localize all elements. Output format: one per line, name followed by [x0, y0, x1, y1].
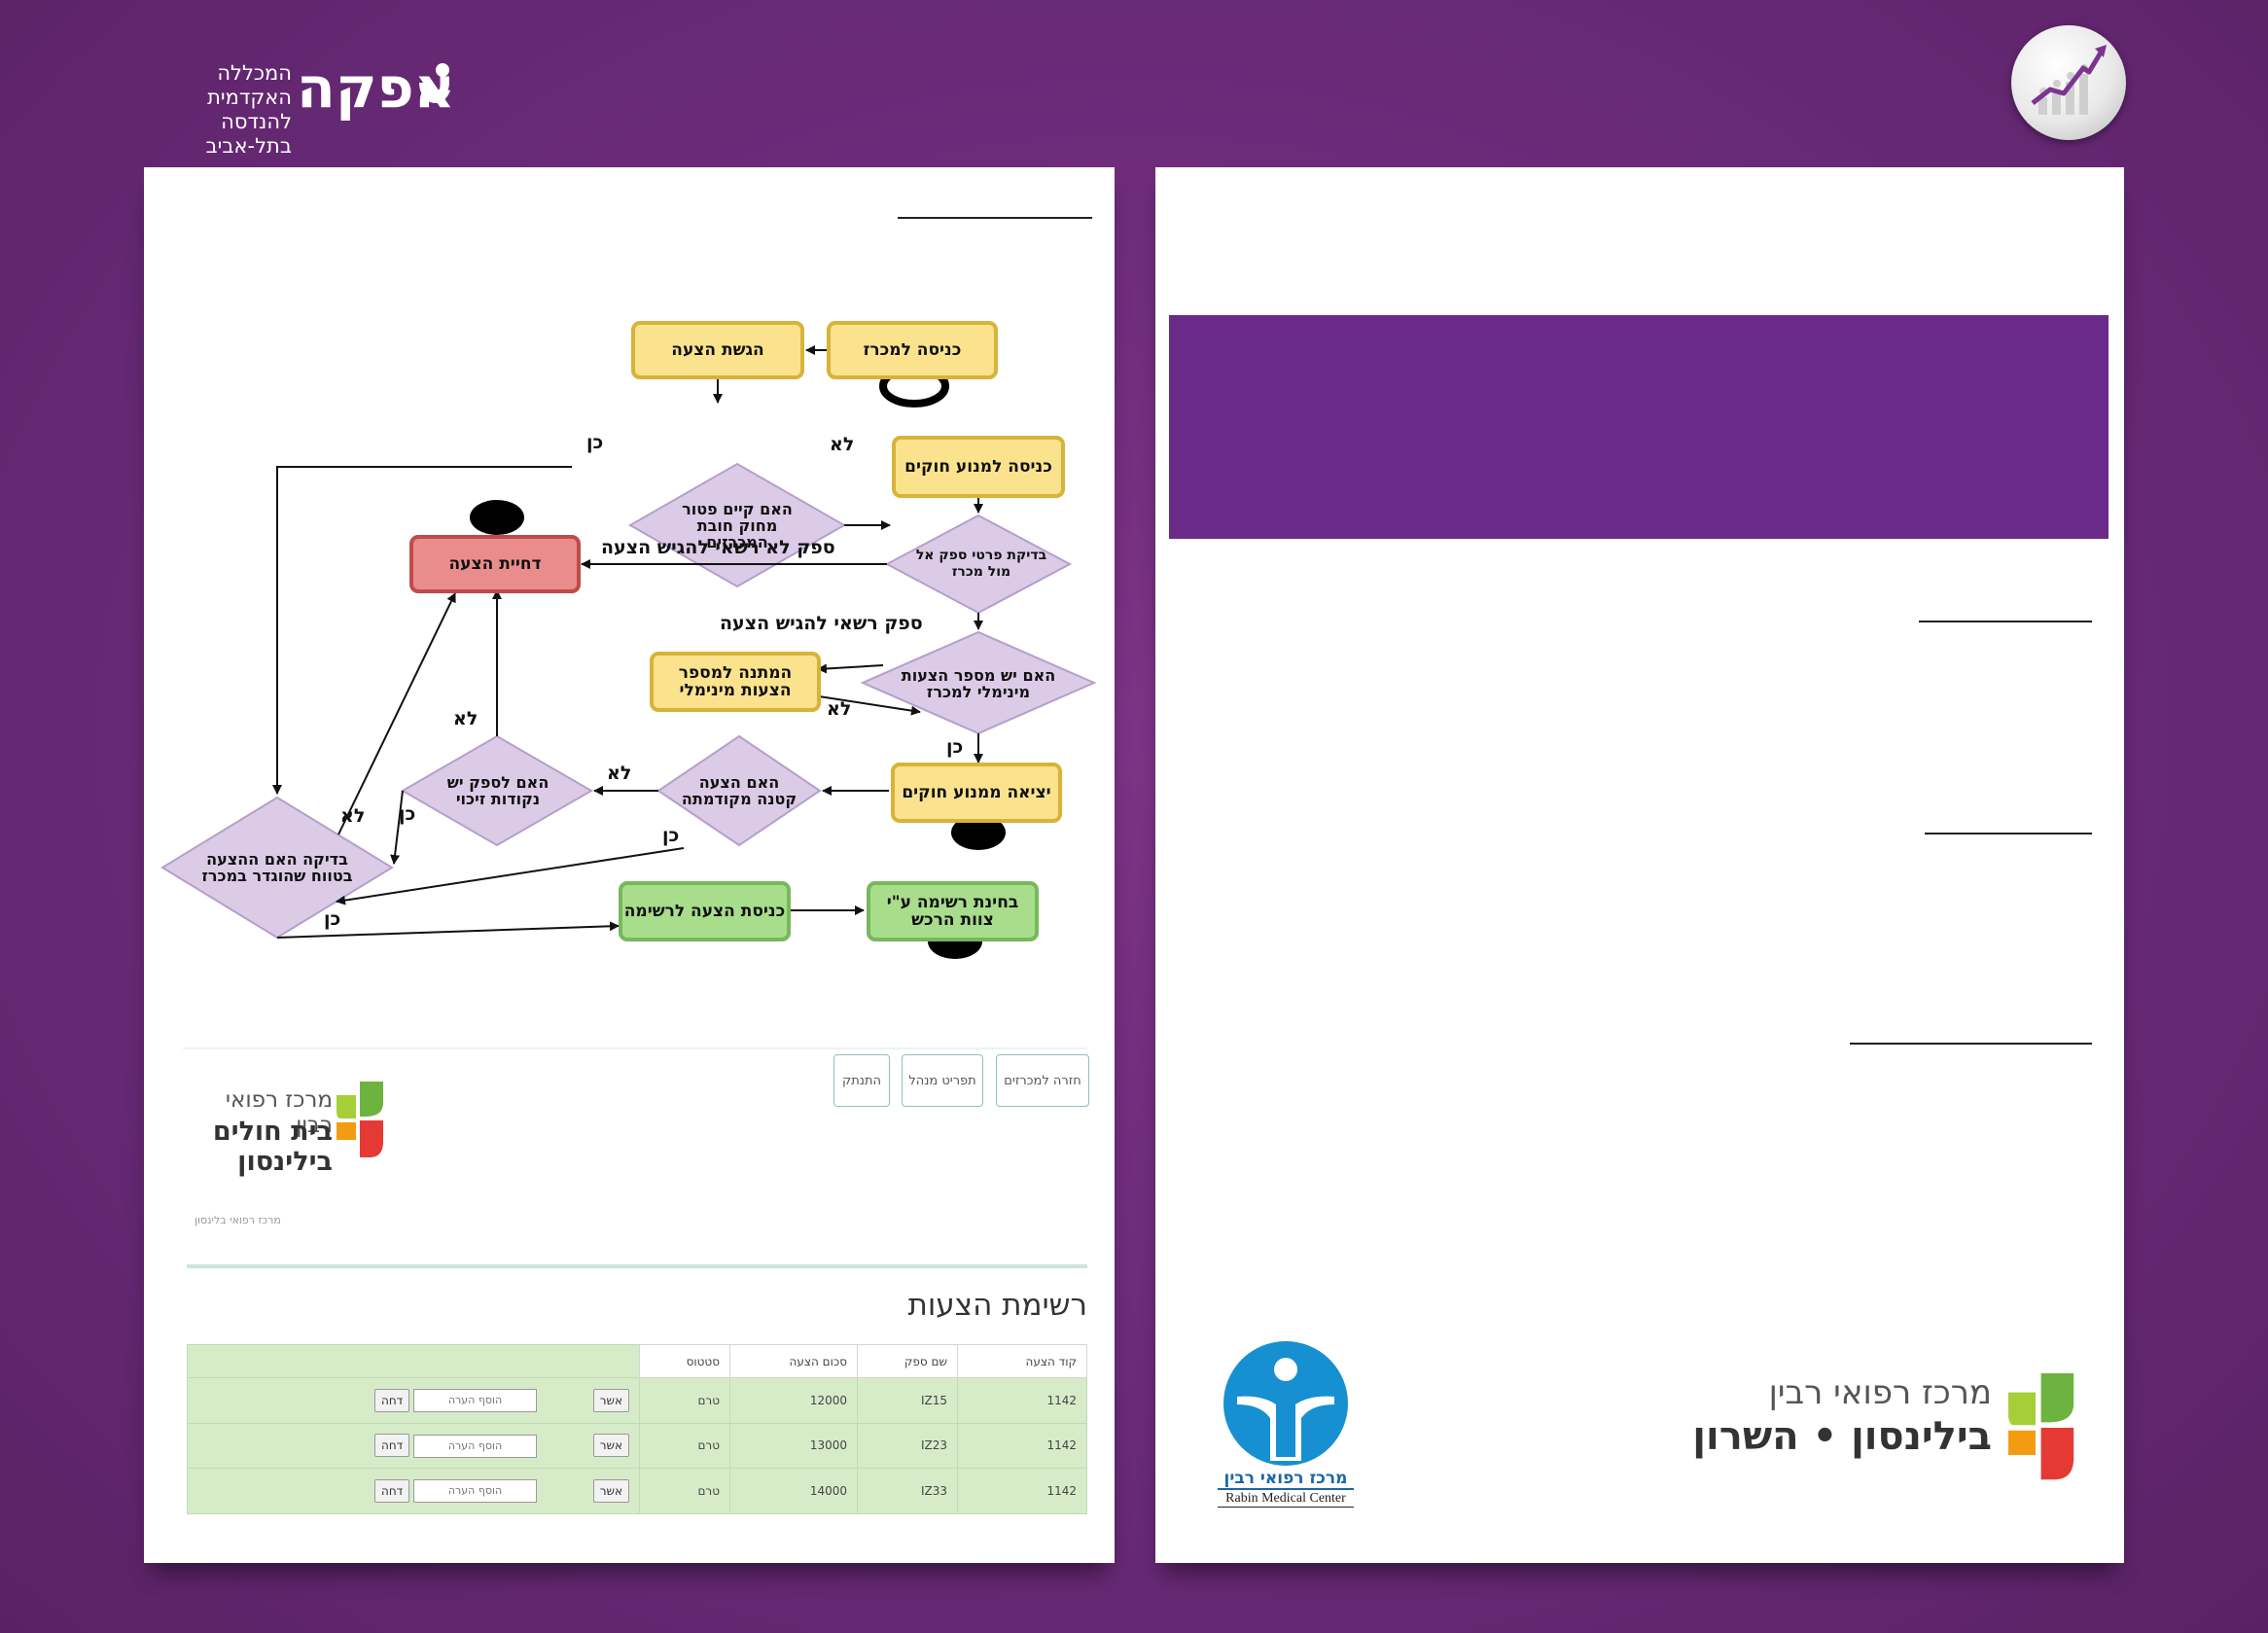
- end-node-icon: [470, 500, 524, 535]
- diamond-exempt-text: האם קיים פטור מחוק חובת המכרזים: [682, 499, 793, 551]
- node-exit-rules-engine: יציאה ממנוע חוקים: [891, 763, 1062, 823]
- label-supplier-not-allowed: ספק לא רשאי להגיש הצעה: [601, 537, 835, 558]
- label-yes: כן: [324, 908, 341, 930]
- small-caption: מרכז רפואי בלינסון: [195, 1214, 281, 1226]
- cell-supplier: IZ15: [857, 1377, 958, 1424]
- afeka-line2: להנדסה בתל-אביב: [205, 110, 292, 158]
- cell-supplier: IZ23: [857, 1422, 958, 1470]
- label-yes: כן: [586, 432, 604, 453]
- approve-button[interactable]: אשר: [592, 1478, 629, 1503]
- flowchart-connectors: [160, 345, 1097, 959]
- end-node-icon: [951, 815, 1006, 850]
- cell-status: טרם: [639, 1377, 730, 1424]
- rabin-emblem-icon: [1223, 1341, 1348, 1466]
- diamond-credit-text: האם לספק יש נקודות זיכוי: [446, 773, 549, 808]
- afeka-mark-icon: [419, 63, 450, 104]
- table-row: 1142 IZ23 13000 טרם אשר הוסף הערה דחה: [187, 1422, 1087, 1470]
- cell-amount: 12000: [729, 1377, 858, 1424]
- diamond-check-supplier-text: בדיקת פרטי ספק אל מול מכרז: [915, 548, 1047, 580]
- leaf-logo-icon: [337, 1082, 383, 1157]
- diamond-exempt: [627, 462, 847, 588]
- cell-code: 1142: [957, 1468, 1087, 1514]
- rmc-hebrew: מרכז רפואי רבין: [1218, 1469, 1354, 1490]
- node-enter-rules-engine: כניסה למנוע חוקים: [892, 436, 1065, 498]
- rabin-medical-center-logo: מרכז רפואי רבין Rabin Medical Center: [1218, 1340, 1354, 1508]
- node-list-review: בחינת רשימה ע"י צוות הרכש: [867, 881, 1039, 941]
- note-input[interactable]: הוסף הערה: [413, 1479, 538, 1504]
- left-page: כניסה למכרז הגשת הצעה כניסה למנוע חוקים …: [144, 167, 1115, 1563]
- cell-actions: אשר הוסף הערה דחה: [187, 1422, 640, 1470]
- col-actions: [187, 1344, 640, 1378]
- approve-button[interactable]: אשר: [592, 1434, 629, 1458]
- diamond-credit: [400, 734, 594, 847]
- title-banner: [1169, 315, 2109, 539]
- diamond-min-proposals-text: האם יש מספר הצעות מינימלי למכרז: [901, 666, 1056, 701]
- node-enter-tender: כניסה למכרז: [827, 321, 998, 379]
- afeka-subtitle: המכללה האקדמית להנדסה בתל-אביב: [136, 61, 292, 159]
- cell-code: 1142: [957, 1377, 1087, 1424]
- hospital-logo-line2: בית חולים בילינסון: [212, 1117, 333, 1177]
- cell-actions: אשר הוסף הערה דחה: [187, 1468, 640, 1514]
- table-header-row: קוד הצעה שם ספק סכום הצעה סטטוס: [187, 1344, 1087, 1378]
- sharon-line1: מרכז רפואי רבין: [1768, 1373, 1992, 1412]
- cell-status: טרם: [639, 1468, 730, 1514]
- label-yes: כן: [399, 803, 416, 825]
- note-input[interactable]: הוסף הערה: [413, 1389, 538, 1413]
- app-top-border: [183, 1047, 1087, 1049]
- col-amount: סכום הצעה: [729, 1344, 858, 1378]
- table-row: 1142 IZ33 14000 טרם אשר הוסף הערה דחה: [187, 1468, 1087, 1514]
- diamond-lower: [656, 734, 822, 847]
- manager-menu-button[interactable]: תפריט מנהל: [902, 1054, 983, 1107]
- growth-chart-icon: [2011, 25, 2126, 140]
- proposals-table: קוד הצעה שם ספק סכום הצעה סטטוס 1142 IZ1…: [187, 1344, 1087, 1514]
- label-no: לא: [453, 708, 478, 729]
- heading-underline: [898, 217, 1092, 219]
- label-no: לא: [607, 763, 632, 784]
- note-input[interactable]: הוסף הערה: [413, 1434, 538, 1458]
- label-yes: כן: [946, 736, 964, 758]
- node-enter-to-list: כניסת הצעה לרשימה: [619, 881, 791, 941]
- section-underline: [1919, 621, 2092, 622]
- app-divider: [187, 1264, 1087, 1268]
- section-underline: [1850, 1043, 2092, 1045]
- label-no: לא: [340, 805, 366, 827]
- reject-button[interactable]: דחה: [373, 1388, 410, 1412]
- reject-button[interactable]: דחה: [373, 1478, 410, 1503]
- cell-amount: 14000: [729, 1468, 858, 1514]
- table-row: 1142 IZ15 12000 טרם אשר הוסף הערה דחה: [187, 1377, 1087, 1424]
- section-underline: [1925, 833, 2092, 834]
- logout-button[interactable]: התנתק: [833, 1054, 890, 1107]
- diamond-lower-text: האם הצעה קטנה מקודמתה: [681, 773, 797, 808]
- label-supplier-allowed: ספק רשאי להגיש הצעה: [720, 613, 923, 634]
- rmc-english: Rabin Medical Center: [1218, 1491, 1354, 1508]
- col-status: סטטוס: [639, 1344, 730, 1378]
- leaf-logo-icon: [2008, 1373, 2074, 1480]
- beilinson-sharon-logo: מרכז רפואי רבין בילינסון • השרון: [1692, 1373, 2085, 1490]
- cell-amount: 13000: [729, 1422, 858, 1470]
- list-title: רשימת הצעות: [907, 1288, 1087, 1323]
- cell-supplier: IZ33: [857, 1468, 958, 1514]
- back-to-tenders-button[interactable]: חזרה למכרזים: [996, 1054, 1089, 1107]
- label-no: לא: [830, 434, 855, 455]
- diamond-range-text: בדיקה האם ההצעה בטווח שהוגדר במכרז: [201, 850, 353, 885]
- afeka-name: אפקה: [297, 54, 455, 121]
- right-page: מרכז רפואי רבין Rabin Medical Center מרכ…: [1155, 167, 2124, 1563]
- hospital-logo-line1: מרכז רפואי רבין: [225, 1087, 333, 1138]
- sharon-line2: בילינסון • השרון: [1692, 1414, 1992, 1459]
- node-submit-proposal: הגשת הצעה: [631, 321, 804, 379]
- reject-button[interactable]: דחה: [373, 1434, 410, 1458]
- hospital-logo: מרכז רפואי רבין בית חולים בילינסון: [193, 1082, 387, 1177]
- approve-button[interactable]: אשר: [592, 1388, 629, 1412]
- col-supplier: שם ספק: [857, 1344, 958, 1378]
- afeka-logo: המכללה האקדמית להנדסה בתל-אביב אפקה: [136, 53, 467, 158]
- label-no: לא: [827, 698, 852, 720]
- cell-code: 1142: [957, 1422, 1087, 1470]
- cell-status: טרם: [639, 1422, 730, 1470]
- label-yes: כן: [662, 825, 680, 846]
- col-code: קוד הצעה: [957, 1344, 1087, 1378]
- node-wait-min-proposals: המתנה למספר הצעות מינימלי: [650, 652, 821, 712]
- afeka-line1: המכללה האקדמית: [207, 61, 292, 109]
- node-reject-proposal: דחיית הצעה: [409, 535, 581, 593]
- cell-actions: אשר הוסף הערה דחה: [187, 1377, 640, 1424]
